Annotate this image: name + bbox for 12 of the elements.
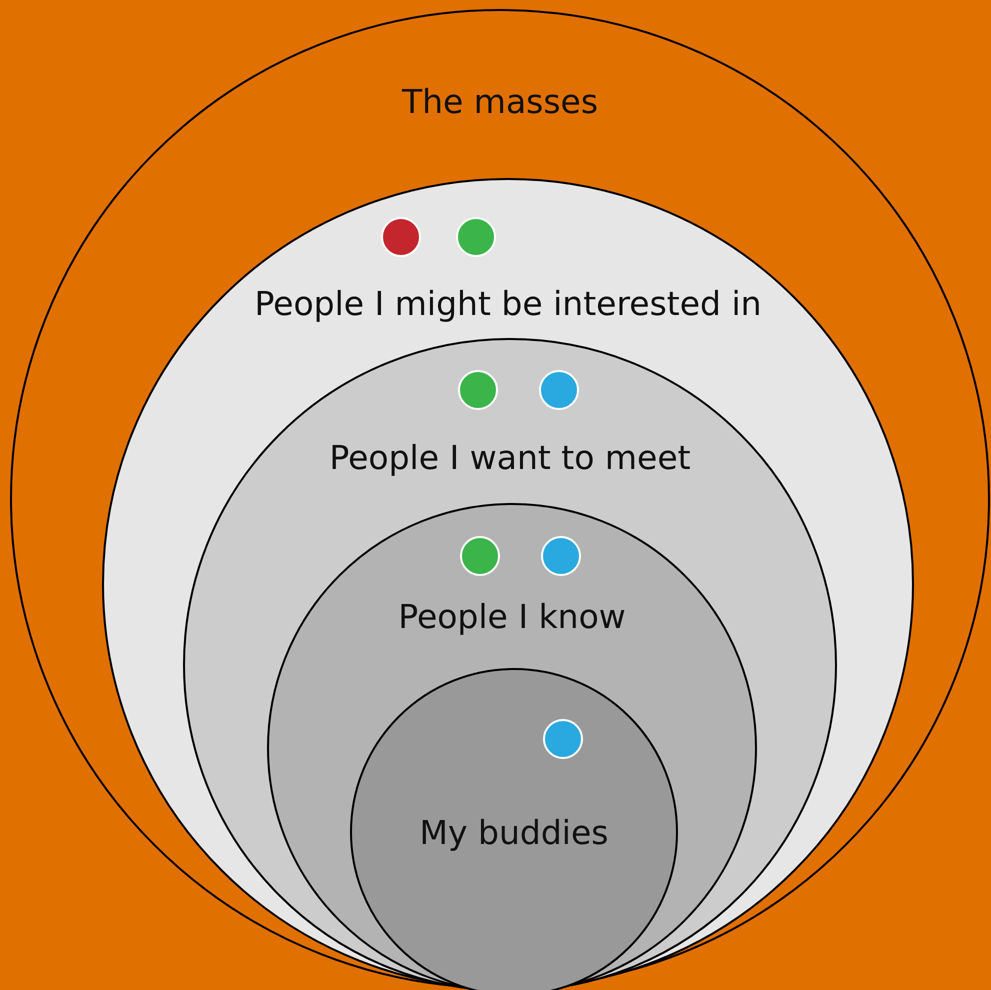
colored-dot (458, 370, 498, 410)
colored-dot (381, 217, 421, 257)
colored-dot (539, 370, 579, 410)
colored-dot (541, 536, 581, 576)
colored-dot (460, 536, 500, 576)
colored-dot (456, 217, 496, 257)
colored-dot (543, 719, 583, 759)
group-label: People I want to meet (329, 438, 691, 478)
group-label: My buddies (420, 813, 608, 853)
group-label: People I might be interested in (254, 284, 762, 324)
group-label: The masses (402, 82, 598, 122)
group-label: People I know (398, 597, 626, 637)
